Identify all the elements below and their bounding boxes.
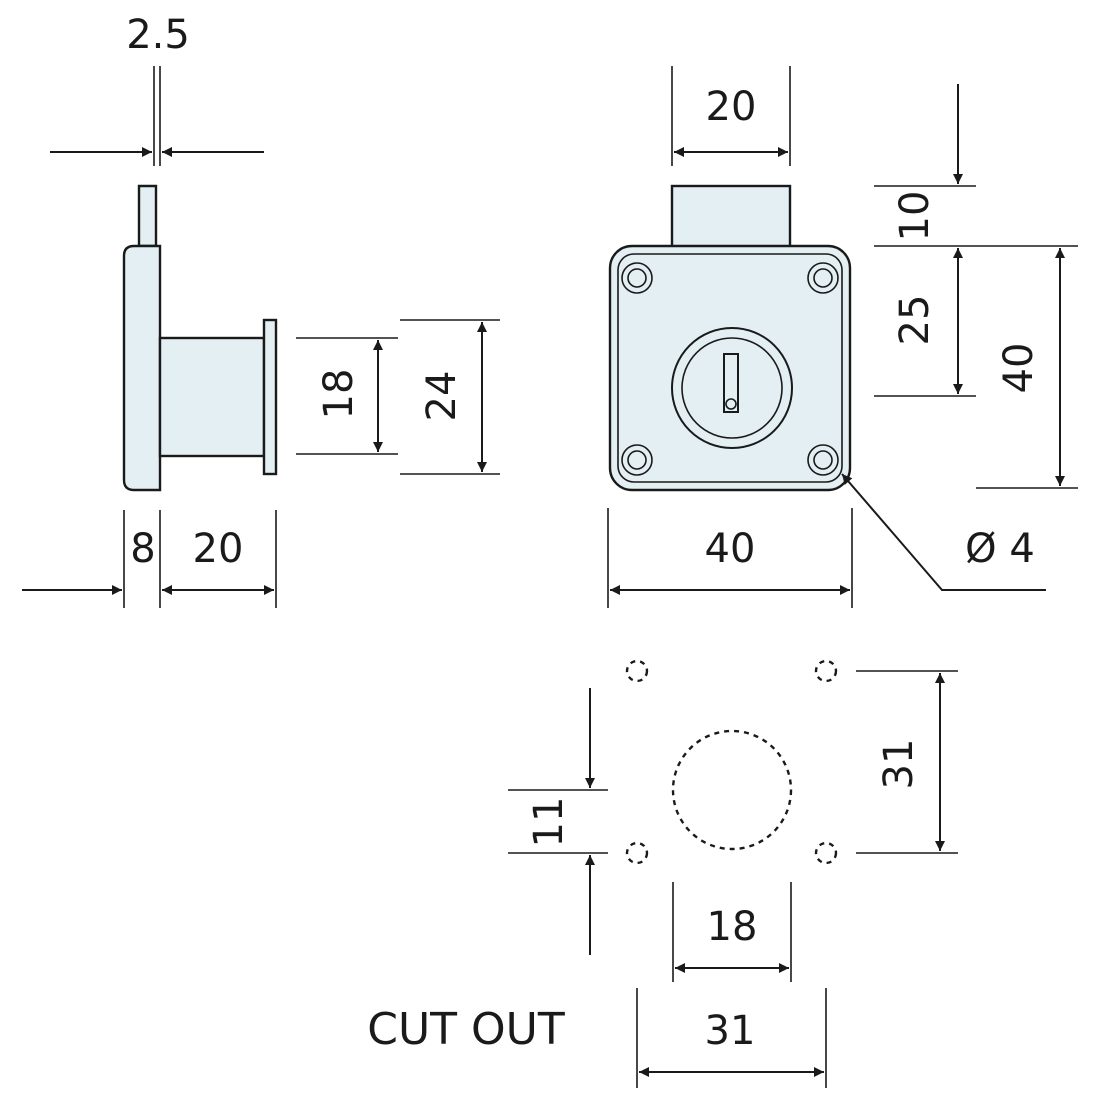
side-plate	[122, 244, 162, 492]
cutout-screw-hole	[625, 659, 649, 683]
screw-hole	[621, 262, 653, 294]
dim-flange-height: 24	[419, 371, 465, 422]
side-view: 2.5 8 20 18 24	[22, 12, 500, 608]
key-cylinder	[671, 327, 793, 449]
side-flange	[262, 318, 278, 476]
dim-plate-thickness: 8	[130, 526, 155, 572]
dim-body-length: 20	[193, 526, 244, 572]
dim-hole-spacing-vertical: 31	[876, 739, 922, 790]
dim-latch-thickness: 2.5	[126, 12, 190, 58]
leader-line	[841, 473, 1046, 591]
front-bolt	[670, 184, 792, 250]
dim-bolt-offset: 25	[892, 295, 938, 346]
dim-hole-spacing-horizontal: 31	[705, 1008, 756, 1054]
dim-bore-diameter: 18	[707, 904, 758, 950]
side-body	[158, 336, 266, 458]
cutout-view: 11 31 18 31 CUT OUT	[367, 659, 958, 1088]
dim-screw-hole: Ø 4	[965, 526, 1035, 572]
front-view: 20 10 25 40 40 Ø 4	[607, 66, 1078, 608]
dim-center-offset: 11	[526, 797, 572, 848]
cutout-screw-hole	[814, 659, 838, 683]
cutout-bore	[671, 729, 793, 851]
front-plate-inner	[617, 253, 843, 483]
dim-plate-height: 40	[996, 343, 1042, 394]
cutout-screw-hole	[625, 841, 649, 865]
front-plate	[608, 244, 852, 492]
dim-bolt-width: 20	[706, 84, 757, 130]
screw-hole	[621, 444, 653, 476]
dim-plate-width: 40	[705, 526, 756, 572]
cutout-screw-hole	[814, 841, 838, 865]
dim-body-height: 18	[316, 369, 362, 420]
side-latch	[137, 184, 158, 248]
dim-bolt-throw: 10	[892, 191, 938, 242]
screw-hole	[807, 262, 839, 294]
cutout-title: CUT OUT	[367, 1004, 565, 1055]
screw-hole	[807, 444, 839, 476]
